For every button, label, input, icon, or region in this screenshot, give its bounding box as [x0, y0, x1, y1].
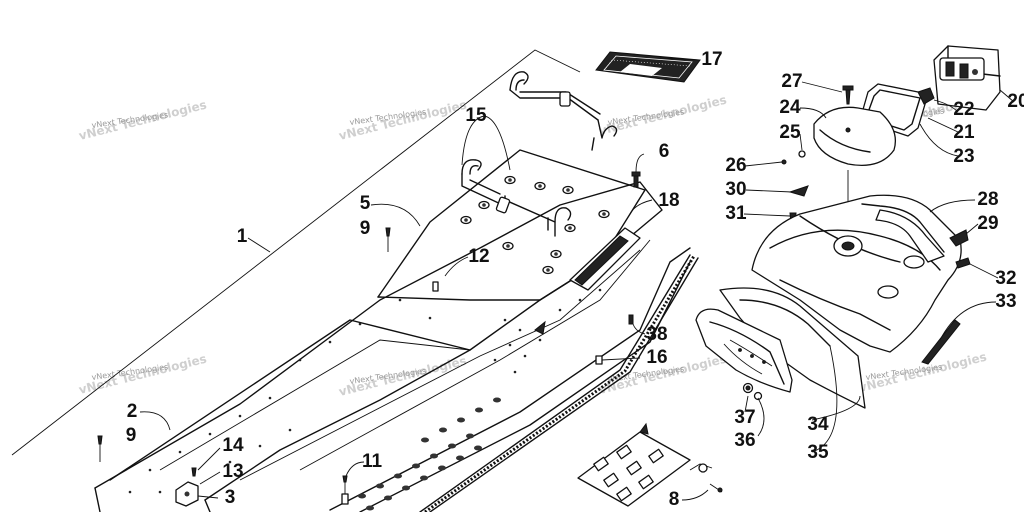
callout-9: 9	[126, 425, 137, 446]
flaps	[695, 287, 866, 409]
callout-25: 25	[779, 122, 801, 143]
side-holes	[358, 397, 501, 511]
callouts: 1 2 9 3 5 9 6 8 11 12 13 14 15 16 17 18 …	[126, 49, 1024, 510]
callout-5: 5	[360, 193, 371, 214]
callout-16: 16	[646, 347, 667, 368]
deck-plate	[377, 149, 646, 301]
callout-27: 27	[781, 71, 802, 92]
callout-21: 21	[953, 122, 975, 143]
tunnel-body	[94, 181, 699, 512]
callout-26: 26	[725, 155, 746, 176]
deck-holes	[460, 175, 610, 275]
callout-30: 30	[725, 179, 746, 200]
callout-11: 11	[362, 451, 383, 472]
callout-1: 1	[237, 226, 248, 247]
rear-bumper	[751, 194, 971, 365]
skid-plate	[577, 422, 723, 507]
frame-outline	[11, 49, 581, 456]
callout-9: 9	[360, 218, 371, 239]
grab-bars	[461, 71, 618, 237]
callout-33: 33	[995, 291, 1016, 312]
callout-8: 8	[669, 489, 680, 510]
callout-12: 12	[468, 246, 489, 267]
callout-6: 6	[659, 141, 670, 162]
callout-17: 17	[701, 49, 722, 70]
callout-31: 31	[725, 203, 747, 224]
callout-32: 32	[995, 268, 1016, 289]
decal-17	[595, 51, 701, 83]
callout-22: 22	[953, 99, 974, 120]
callout-28: 28	[977, 189, 998, 210]
callout-37: 37	[734, 407, 755, 428]
callout-15: 15	[465, 105, 487, 126]
callout-34: 34	[807, 414, 829, 435]
callout-23: 23	[953, 146, 974, 167]
callout-14: 14	[222, 435, 244, 456]
callout-36: 36	[734, 430, 755, 451]
callout-3: 3	[225, 487, 236, 508]
callout-24: 24	[779, 97, 801, 118]
callout-35: 35	[807, 442, 829, 463]
callout-13: 13	[222, 461, 243, 482]
leader-lines	[139, 57, 1015, 501]
callout-20: 20	[1007, 91, 1024, 112]
callout-29: 29	[977, 213, 998, 234]
callout-18: 18	[658, 190, 679, 211]
callout-38: 38	[646, 324, 667, 345]
taillight-assembly	[781, 45, 1001, 250]
callout-2: 2	[127, 401, 138, 422]
